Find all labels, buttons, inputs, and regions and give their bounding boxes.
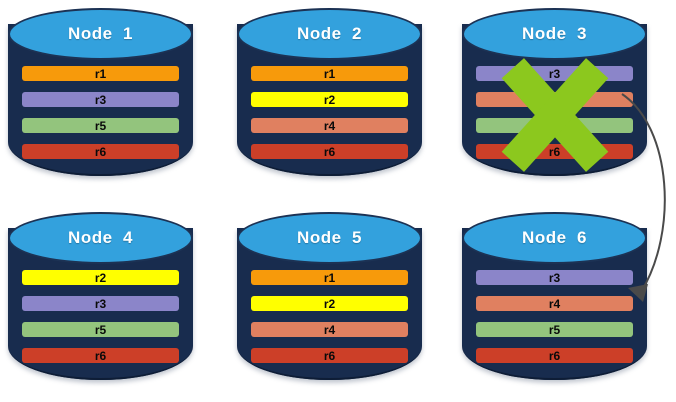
record-list: r3 r4 r5 r6 (476, 66, 633, 159)
record-bar[interactable]: r6 (251, 348, 408, 363)
record-label: r4 (323, 322, 336, 337)
record-label: r3 (548, 270, 561, 285)
record-label: r4 (548, 92, 561, 107)
record-bar[interactable]: r5 (22, 118, 179, 133)
record-label: r5 (94, 322, 107, 337)
node-3[interactable]: Node 3 r3 r4 r5 r6 (462, 8, 647, 188)
record-bar[interactable]: r1 (251, 66, 408, 81)
record-label: r6 (323, 348, 336, 363)
node-4[interactable]: Node 4 r2 r3 r5 r6 (8, 212, 193, 392)
record-label: r2 (323, 296, 336, 311)
cylinder-top (237, 212, 422, 264)
record-label: r3 (548, 66, 561, 81)
record-label: r3 (94, 296, 107, 311)
record-bar[interactable]: r6 (251, 144, 408, 159)
record-bar[interactable]: r4 (251, 322, 408, 337)
record-list: r3 r4 r5 r6 (476, 270, 633, 363)
record-label: r6 (94, 144, 107, 159)
record-list: r1 r2 r4 r6 (251, 66, 408, 159)
record-bar[interactable]: r5 (22, 322, 179, 337)
record-label: r2 (323, 92, 336, 107)
record-bar[interactable]: r4 (251, 118, 408, 133)
record-label: r6 (548, 144, 561, 159)
node-2[interactable]: Node 2 r1 r2 r4 r6 (237, 8, 422, 188)
record-bar[interactable]: r4 (476, 92, 633, 107)
record-bar[interactable]: r6 (22, 348, 179, 363)
record-label: r6 (323, 144, 336, 159)
record-bar[interactable]: r3 (22, 92, 179, 107)
record-label: r5 (548, 118, 561, 133)
record-bar[interactable]: r3 (476, 66, 633, 81)
node-6[interactable]: Node 6 r3 r4 r5 r6 (462, 212, 647, 392)
record-bar[interactable]: r5 (476, 322, 633, 337)
record-bar[interactable]: r3 (22, 296, 179, 311)
record-label: r4 (548, 296, 561, 311)
record-bar[interactable]: r2 (251, 92, 408, 107)
record-label: r5 (548, 322, 561, 337)
record-bar[interactable]: r1 (22, 66, 179, 81)
record-bar[interactable]: r6 (476, 348, 633, 363)
record-bar[interactable]: r1 (251, 270, 408, 285)
record-label: r2 (94, 270, 107, 285)
record-label: r1 (94, 66, 107, 81)
cylinder-top (462, 8, 647, 60)
cylinder-top (237, 8, 422, 60)
record-list: r1 r2 r4 r6 (251, 270, 408, 363)
record-label: r6 (94, 348, 107, 363)
record-label: r1 (323, 270, 336, 285)
record-bar[interactable]: r2 (22, 270, 179, 285)
record-list: r2 r3 r5 r6 (22, 270, 179, 363)
record-bar[interactable]: r6 (476, 144, 633, 159)
record-bar[interactable]: r5 (476, 118, 633, 133)
record-label: r4 (323, 118, 336, 133)
record-label: r3 (94, 92, 107, 107)
record-bar[interactable]: r3 (476, 270, 633, 285)
record-list: r1 r3 r5 r6 (22, 66, 179, 159)
node-5[interactable]: Node 5 r1 r2 r4 r6 (237, 212, 422, 392)
cylinder-top (8, 212, 193, 264)
record-bar[interactable]: r6 (22, 144, 179, 159)
record-label: r6 (548, 348, 561, 363)
record-label: r1 (323, 66, 336, 81)
record-bar[interactable]: r2 (251, 296, 408, 311)
node-1[interactable]: Node 1 r1 r3 r5 r6 (8, 8, 193, 188)
cylinder-top (8, 8, 193, 60)
cylinder-top (462, 212, 647, 264)
record-bar[interactable]: r4 (476, 296, 633, 311)
record-label: r5 (94, 118, 107, 133)
